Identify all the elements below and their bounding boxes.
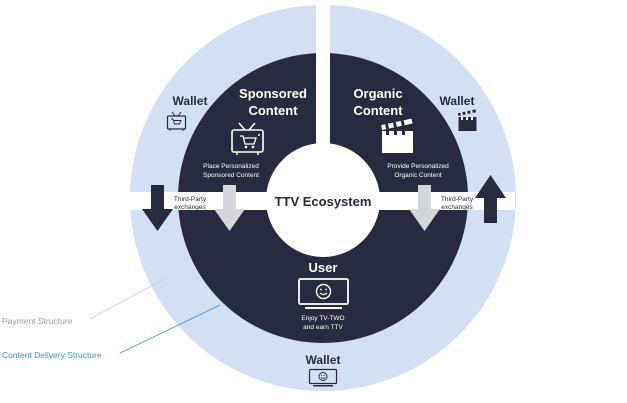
- sponsored-desc-line2: Sponsored Content: [203, 172, 259, 179]
- top-gap: [316, 0, 330, 152]
- wallet-left-label: Wallet: [173, 94, 208, 108]
- user-desc-line1: Enjoy TV-TWO: [301, 315, 344, 322]
- wallet-bottom-label: Wallet: [306, 353, 341, 367]
- tv-cart-icon: [231, 122, 264, 155]
- center-label: TTV Ecosystem: [275, 194, 372, 209]
- sponsored-desc-line1: Place Personalized: [203, 163, 259, 170]
- legend-payment-structure: Payment Structure: [2, 316, 73, 326]
- legend-content-delivery-structure: Content Delivery Structure: [2, 350, 102, 360]
- payment-up-arrow: [475, 175, 506, 223]
- wallet-right-label: Wallet: [440, 94, 475, 108]
- smiley-monitor-icon: [298, 278, 349, 309]
- user-desc-line2: and earn TTV: [303, 324, 343, 331]
- payment-pointer-line: [89, 277, 167, 320]
- content-down-arrow-left: [214, 185, 245, 231]
- clapperboard-icon: [381, 118, 413, 153]
- exchange-left-line2: exchanges: [174, 204, 206, 211]
- organic-title-line1: Organic: [353, 86, 402, 101]
- sponsored-title-line1: Sponsored: [239, 86, 307, 101]
- center-circle: [266, 143, 380, 257]
- exchange-left-line1: Third-Party: [174, 196, 207, 203]
- exchange-right-line1: Third-Party: [441, 196, 474, 203]
- wallet-bottom-monitor-icon: [308, 368, 338, 387]
- exchange-right-line2: exchanges: [441, 204, 473, 211]
- sponsored-title-line2: Content: [248, 103, 298, 118]
- wallet-right-clapper-icon: [457, 109, 477, 131]
- user-title: User: [309, 260, 338, 275]
- organic-desc-line1: Provide Personalized: [387, 163, 449, 170]
- payment-down-arrow: [142, 185, 173, 231]
- organic-desc-line2: Organic Content: [394, 172, 442, 179]
- content-down-arrow-right: [409, 185, 440, 231]
- content-pointer-line: [119, 304, 221, 354]
- wallet-left-tv-icon: [166, 111, 187, 131]
- organic-title-line2: Content: [353, 103, 403, 118]
